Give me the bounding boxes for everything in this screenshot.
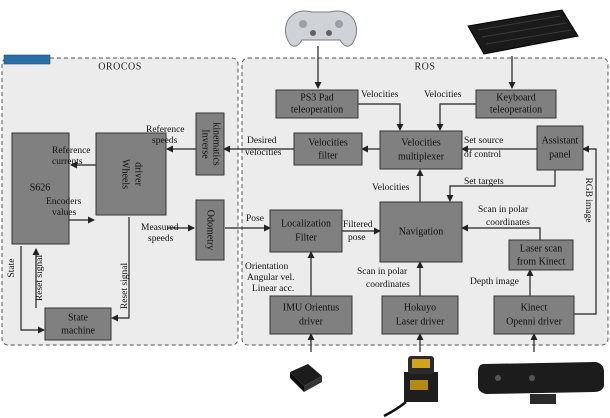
imu-data-label-2: Angular vel.	[247, 273, 295, 283]
wheels-driver-label-2: driver	[133, 162, 144, 187]
reference-currents-label-1: Reference	[52, 145, 91, 156]
ps3-teleop-label-1: PS3 Pad	[300, 92, 334, 103]
assistant-panel-label-2: panel	[549, 149, 571, 160]
keyboard-icon	[467, 9, 579, 55]
velocities-filter-block: Velocities filter	[293, 132, 363, 166]
laser-scan-kinect-label-1: Laser scan	[520, 243, 562, 254]
imu-data-label-3: Linear acc.	[252, 284, 294, 294]
assistant-panel-block: Assistant panel	[536, 125, 584, 171]
connections	[20, 46, 597, 352]
hokuyo-laser-icon	[383, 356, 438, 418]
set-source-of-control-label-2: of control	[464, 149, 502, 160]
desired-velocities-label-2: velocities	[245, 148, 282, 158]
kinect-sensor-icon	[478, 362, 604, 404]
reset-signal-label-1: Reset signal	[35, 255, 45, 302]
velocities-multiplexer-block: Velocities multiplexer	[379, 130, 463, 170]
imu-driver-label-1: IMU Orientus	[283, 302, 339, 313]
velocities-keyboard-label: Velocities	[424, 90, 462, 100]
velocities-navigation-label: Velocities	[372, 183, 410, 193]
velocities-multiplexer-label-2: multiplexer	[398, 151, 445, 162]
reference-speeds-label-1: Reference	[146, 124, 185, 135]
encoders-values-label-1: Encoders	[46, 197, 82, 207]
ps3-teleop-block: PS3 Pad teleoperation	[275, 89, 359, 119]
keyboard-teleop-block: Keyboard teleoperation	[475, 89, 557, 119]
filtered-pose-label-1: Filtered	[343, 220, 373, 230]
inverse-kinematics-label-2: kinematics	[211, 122, 222, 165]
imu-data-label-1: Orientation	[245, 262, 289, 272]
wheels-driver-block: Wheels driver	[95, 132, 167, 216]
rgb-image-label: RGB image	[583, 177, 593, 222]
filtered-pose-label-2: pose	[348, 233, 365, 243]
laser-scan-kinect-label-2: from Kinect	[517, 256, 566, 267]
state-machine-label-1: State	[68, 312, 89, 323]
keyboard-teleop-label-1: Keyboard	[496, 92, 535, 103]
ps3-teleop-label-2: teleoperation	[291, 104, 343, 115]
reference-speeds-label-2: speeds	[152, 136, 178, 146]
scan-polar-hokuyo-label-2: coordinates	[366, 280, 410, 290]
ps3-gamepad-icon	[284, 10, 358, 47]
pose-label: Pose	[246, 214, 264, 224]
depth-image-label: Depth image	[470, 277, 519, 287]
orocos-title: OROCOS	[98, 61, 142, 72]
velocities-filter-label-1: Velocities	[308, 137, 348, 148]
navigation-block: Navigation	[379, 201, 463, 263]
inverse-kinematics-label-1: Inverse	[200, 129, 211, 159]
inverse-kinematics-block: Inverse kinematics	[195, 112, 225, 176]
encoders-values-label-2: values	[52, 208, 77, 218]
reference-currents-label-2: currents	[52, 157, 83, 167]
scan-polar-hokuyo-label-1: Scan in polar	[357, 267, 408, 277]
edge-labels: Reference currents Encoders values Refer…	[7, 90, 593, 309]
velocities-multiplexer-label-1: Velocities	[401, 137, 441, 148]
assistant-panel-label-1: Assistant	[542, 135, 579, 146]
hokuyo-driver-label-2: Laser driver	[396, 316, 445, 327]
scan-polar-kinect-label-1: Scan in polar	[478, 205, 529, 215]
measured-speeds-label-1: Measured	[141, 223, 179, 233]
measured-speeds-label-2: speeds	[148, 234, 174, 244]
odometry-block: Odometry	[195, 199, 225, 261]
wheels-driver-label-1: Wheels	[120, 159, 131, 189]
localization-filter-label-2: Filter	[295, 232, 317, 243]
s626-block: S626	[11, 132, 70, 245]
state-label: State	[7, 259, 17, 278]
set-targets-label: Set targets	[464, 177, 504, 187]
imu-driver-block: IMU Orientus driver	[269, 295, 353, 335]
set-source-of-control-label-1: Set source	[464, 136, 503, 146]
kinect-driver-label-2: Openni driver	[506, 316, 562, 327]
hokuyo-driver-label-1: Hokuyo	[404, 302, 436, 313]
hokuyo-driver-block: Hokuyo Laser driver	[381, 295, 459, 335]
scan-polar-kinect-label-2: coordinates	[486, 218, 530, 228]
reset-signal-label-2: Reset signal	[120, 263, 130, 310]
ros-title: ROS	[415, 61, 436, 72]
velocities-ps3-label: Velocities	[361, 90, 399, 100]
localization-filter-label-1: Localization	[281, 218, 331, 229]
velocities-filter-label-2: filter	[318, 150, 338, 161]
s626-label: S626	[30, 182, 51, 193]
journal-accent-bar	[3, 54, 51, 65]
imu-driver-label-2: driver	[299, 316, 324, 327]
imu-sensor-icon	[290, 364, 322, 392]
kinect-driver-block: Kinect Openni driver	[493, 295, 575, 335]
kinect-driver-label-1: Kinect	[521, 302, 548, 313]
state-machine-label-2: machine	[61, 325, 95, 336]
odometry-label: Odometry	[205, 210, 216, 251]
keyboard-teleop-label-2: teleoperation	[490, 104, 542, 115]
navigation-label: Navigation	[399, 226, 443, 237]
localization-filter-block: Localization Filter	[269, 209, 343, 253]
state-machine-block: State machine	[44, 307, 112, 341]
laser-scan-kinect-block: Laser scan from Kinect	[508, 239, 574, 271]
desired-velocities-label-1: Desired	[247, 136, 277, 146]
